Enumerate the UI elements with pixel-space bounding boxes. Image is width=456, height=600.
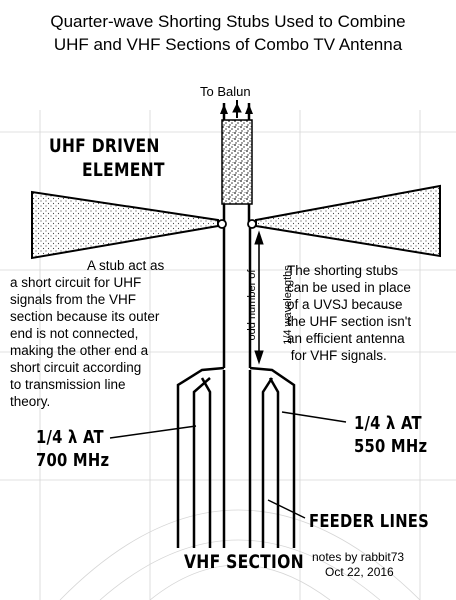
right-note-line: can be used in place — [287, 280, 411, 295]
feeder-lines-pointer — [267, 499, 306, 519]
title-line-1: Quarter-wave Shorting Stubs Used to Comb… — [50, 12, 406, 31]
background-grid — [0, 110, 456, 600]
left-note-line: theory. — [10, 394, 51, 409]
uhf-right-bowtie — [255, 184, 441, 258]
right-note-line: of a UVSJ because — [287, 297, 403, 312]
right-note-line: for VHF signals. — [287, 348, 387, 363]
quarter-700-line-2: 700 MHz — [36, 450, 110, 471]
right-note-line: the UHF section isn't — [287, 314, 412, 329]
vhf-section-label: VHF SECTION — [184, 551, 304, 573]
quarter-550-line-2: 550 MHz — [354, 436, 428, 457]
right-feed-point — [247, 219, 257, 229]
uhf-left-bowtie — [31, 190, 219, 260]
balun-block — [221, 119, 253, 205]
left-note-line: to transmission line — [10, 377, 126, 392]
to-balun-label: To Balun — [200, 84, 251, 99]
left-note-line: a short circuit for UHF — [10, 275, 142, 290]
credit-line-1: notes by rabbit73 — [312, 550, 405, 564]
left-note-line: end is not connected, — [10, 326, 139, 341]
left-note-line: making the other end a — [10, 343, 149, 358]
left-note-line: signals from the VHF — [10, 292, 137, 307]
feeder-lines-label: FEEDER LINES — [309, 511, 430, 532]
left-feed-point — [217, 219, 227, 229]
odd-number-dimension — [254, 230, 264, 365]
right-note-line: an efficient antenna — [287, 331, 405, 346]
odd-number-line-1: odd number of — [246, 269, 259, 341]
vhf-elements — [176, 366, 296, 548]
left-note-line: section because its outer — [10, 309, 160, 324]
quarter-wave-pointers — [109, 411, 347, 439]
quarter-550-line-1: 1/4 λ AT — [354, 413, 422, 434]
left-note-line: A stub act as — [87, 258, 165, 273]
left-note-line: short circuit according — [10, 360, 142, 375]
right-note-line: The shorting stubs — [287, 263, 399, 278]
uhf-driven-label-line-1: UHF DRIVEN — [49, 135, 160, 157]
to-balun-arrow — [232, 100, 242, 118]
odd-number-label: odd number of 1/4 wavelengths — [222, 260, 294, 350]
title-line-2: UHF and VHF Sections of Combo TV Antenna — [53, 35, 403, 54]
shorting-stubs — [222, 228, 252, 368]
uhf-driven-label-line-2: ELEMENT — [82, 159, 165, 181]
credit-line-2: Oct 22, 2016 — [325, 565, 394, 579]
quarter-700-line-1: 1/4 λ AT — [36, 427, 104, 448]
